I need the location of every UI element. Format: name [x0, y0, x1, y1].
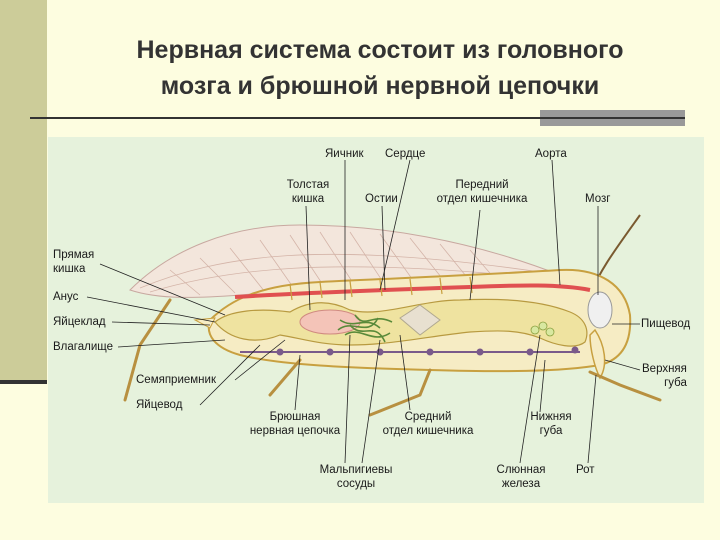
ovipositor — [193, 317, 216, 329]
label-foregut: Передний отдел кишечника — [428, 178, 536, 206]
gut — [214, 298, 588, 347]
label-rectum-line2: кишка — [53, 263, 86, 275]
label-midgut: Средний отдел кишечника — [373, 410, 483, 438]
title-line-2: мозга и брюшной нервной цепочки — [160, 72, 600, 100]
label-lower-lip: Нижняя губа — [523, 410, 579, 438]
label-rectum-line1: Прямая — [53, 249, 95, 261]
leader-lines — [86, 159, 641, 464]
label-upper-lip-line2: губа — [664, 377, 687, 389]
label-upper-lip-line1: Верхняя — [642, 363, 687, 375]
label-ventral-nerve-cord-line1: Брюшная — [269, 411, 321, 423]
label-ventral-nerve-cord-line2: нервная цепочка — [249, 425, 341, 437]
brain — [587, 291, 613, 329]
label-upper-lip: Верхняя губа — [642, 362, 687, 390]
label-malpighian-line2: сосуды — [336, 478, 376, 490]
label-mouth: Рот — [576, 464, 595, 476]
gastric-caeca — [399, 304, 441, 336]
slide-side-bar-lower — [0, 380, 47, 540]
label-ovipositor: Яйцеклад — [53, 316, 106, 328]
label-foregut-line1: Передний — [455, 179, 509, 191]
ovary — [299, 309, 361, 335]
legs — [123, 298, 662, 417]
label-oviduct: Яйцевод — [136, 399, 183, 411]
label-midgut-line2: отдел кишечника — [382, 425, 474, 437]
label-lower-lip-line2: губа — [539, 425, 563, 437]
malpighian-tubules — [337, 314, 393, 343]
label-malpighian-line1: Мальпигиевы — [319, 464, 393, 476]
label-ventral-nerve-cord: Брюшная нервная цепочка — [243, 410, 347, 438]
title-line-1: Нервная система состоит из головного — [136, 36, 624, 64]
label-ovary: Яичник — [325, 148, 364, 160]
body-segments — [289, 276, 473, 301]
label-colon: Толстая кишка — [280, 178, 336, 206]
label-vagina: Влагалище — [53, 341, 113, 353]
label-colon-line2: кишка — [291, 193, 325, 205]
label-salivary-line1: Слюнная — [496, 464, 546, 476]
label-aorta: Аорта — [535, 148, 567, 160]
slide-title: Нервная система состоит из головного моз… — [80, 32, 680, 104]
label-lower-lip-line1: Нижняя — [530, 411, 572, 423]
label-ostia: Остии — [365, 193, 398, 205]
slide-side-accent — [0, 380, 47, 384]
label-colon-line1: Толстая — [286, 179, 330, 191]
wing-veins — [139, 231, 541, 296]
heart — [234, 283, 591, 299]
slide-side-bar — [0, 0, 47, 380]
label-salivary-gland: Слюнная железа — [488, 463, 554, 491]
salivary-gland — [530, 321, 555, 337]
label-brain: Мозг — [585, 193, 611, 205]
label-rectum: Прямая кишка — [53, 248, 94, 276]
nerve-ganglia — [276, 346, 579, 356]
label-malpighian-tubules: Мальпигиевы сосуды — [308, 463, 404, 491]
label-spermatheca: Семяприемник — [136, 374, 216, 386]
title-rule-right — [540, 117, 685, 119]
label-heart: Сердце — [385, 148, 426, 160]
label-foregut-line2: отдел кишечника — [436, 193, 528, 205]
label-esophagus: Пищевод — [641, 318, 691, 330]
label-anus: Анус — [53, 291, 79, 303]
label-midgut-line1: Средний — [404, 411, 452, 423]
label-salivary-line2: железа — [501, 478, 541, 490]
title-rule — [30, 117, 540, 119]
mouthparts — [589, 328, 606, 380]
